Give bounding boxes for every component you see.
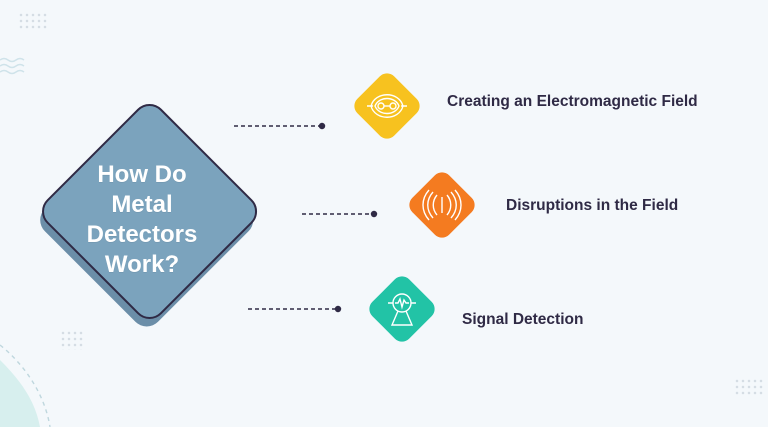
center-title: How Do Metal Detectors Work? bbox=[72, 160, 212, 280]
magnetic-field-icon bbox=[367, 94, 407, 118]
connector-1 bbox=[234, 122, 326, 130]
decorative-dots-bottom-right bbox=[734, 378, 764, 396]
center-title-line: How Do bbox=[97, 161, 187, 188]
connector-2 bbox=[302, 210, 378, 218]
center-diamond bbox=[40, 103, 258, 327]
decorative-dots-bottom-left bbox=[60, 330, 84, 350]
center-title-line: Detectors bbox=[86, 221, 198, 248]
decorative-dots-top-left bbox=[18, 12, 48, 30]
center-title-line: Work? bbox=[104, 251, 180, 278]
step-3-label: Signal Detection bbox=[462, 311, 584, 328]
step-2-label: Disruptions in the Field bbox=[506, 197, 679, 214]
step-3-badge bbox=[369, 276, 435, 342]
step-1-label: Creating an Electromagnetic Field bbox=[447, 93, 698, 110]
wave-disruption-icon bbox=[422, 189, 462, 221]
signal-detector-icon bbox=[388, 293, 416, 326]
center-title-line: Metal bbox=[111, 191, 173, 218]
step-2-badge bbox=[409, 172, 475, 238]
step-1-badge bbox=[354, 73, 420, 139]
connector-3 bbox=[248, 305, 342, 313]
